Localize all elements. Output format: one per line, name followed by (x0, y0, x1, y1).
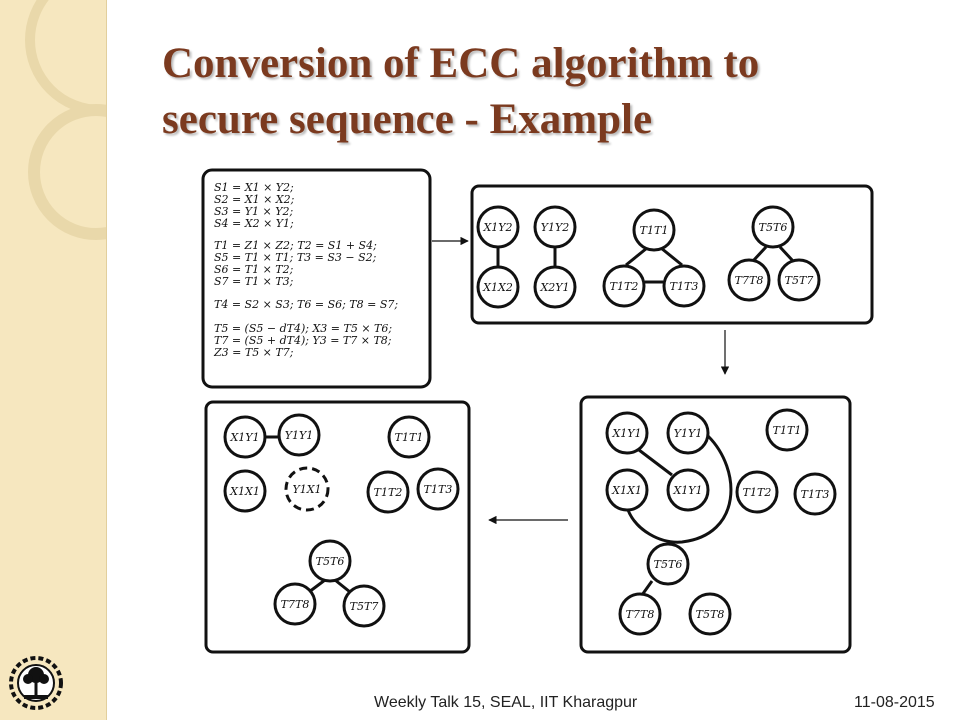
side-decoration (0, 0, 107, 720)
secure-nodes (223, 413, 460, 628)
node-label: X1Y1 (672, 484, 702, 497)
equation-line: Z3 = T5 × T7; (213, 346, 294, 359)
merged-nodes (605, 408, 837, 636)
node-label: X1X1 (229, 485, 260, 498)
equation-line: S5 = T1 × T1; T3 = S3 − S2; (214, 251, 377, 264)
secure-node-labels: X1Y1 Y1Y1 T1T1 X1X1 Y1X1 T1T2 T1T3 T5T6 … (229, 429, 452, 613)
node-label: T7T8 (735, 274, 764, 287)
node-label: T5T7 (350, 600, 379, 613)
node-label: T1T1 (773, 424, 802, 437)
equations-box (201, 168, 432, 389)
node-label: X1Y2 (482, 221, 512, 234)
node-label: T7T8 (281, 598, 310, 611)
dependency-node-labels: X1Y2 Y1Y2 X1X2 X2Y1 T1T1 T1T2 T1T3 T5T6 … (482, 221, 813, 294)
node-label: T1T1 (640, 224, 669, 237)
institute-logo (9, 656, 63, 710)
node-label: T5T8 (696, 608, 725, 621)
decorative-rings (25, 0, 106, 240)
node-label: X1Y1 (611, 427, 641, 440)
equation-line: T5 = (S5 − dT4); X3 = T5 × T6; (214, 322, 392, 335)
merged-node-labels: X1Y1 Y1Y1 T1T1 X1X1 X1Y1 T1T2 T1T3 T5T6 … (611, 424, 829, 621)
node-label: Y1Y1 (285, 429, 314, 442)
equation-line: S2 = X1 × X2; (214, 193, 295, 206)
node-label: T1T3 (801, 488, 830, 501)
equation-line: S6 = T1 × T2; (214, 263, 294, 276)
node-label: X1X1 (611, 484, 642, 497)
equation-line: S1 = X1 × Y2; (214, 181, 294, 194)
node-label: X2Y1 (539, 281, 569, 294)
node-label: T5T6 (654, 558, 683, 571)
dashed-placeholder-node (284, 466, 330, 512)
secure-edges (265, 435, 351, 594)
node-label: T5T7 (785, 274, 814, 287)
title-line-2: secure sequence - Example (162, 96, 653, 143)
node-label: T1T2 (610, 280, 639, 293)
node-label: T5T6 (316, 555, 345, 568)
node-label: X1X2 (482, 281, 513, 294)
equation-line: S3 = Y1 × Y2; (214, 205, 293, 218)
node-label: T1T1 (395, 431, 424, 444)
node-label: T1T2 (743, 486, 772, 499)
secure-sequence-box (204, 400, 471, 654)
node-label: Y1Y2 (541, 221, 570, 234)
node-label: T1T3 (424, 483, 453, 496)
footer-talk-info: Weekly Talk 15, SEAL, IIT Kharagpur (374, 694, 638, 711)
equation-line: T7 = (S5 + dT4); Y3 = T7 × T8; (214, 334, 392, 347)
dependency-edges (496, 245, 795, 284)
equation-line: S4 = X2 × Y1; (214, 217, 294, 230)
equation-line: T4 = S2 × S3; T6 = S6; T8 = S7; (214, 298, 398, 311)
node-label: Y1X1 (292, 483, 321, 496)
equation-line: S7 = T1 × T3; (214, 275, 294, 288)
node-label: T1T3 (670, 280, 699, 293)
footer-date: 11-08-2015 (854, 694, 935, 711)
node-label: X1Y1 (229, 431, 259, 444)
slide-title: Conversion of ECC algorithm to secure se… (162, 36, 922, 148)
node-label: T7T8 (626, 608, 655, 621)
node-label: Y1Y1 (674, 427, 703, 440)
dependency-nodes (476, 205, 821, 309)
node-label: T1T2 (374, 486, 403, 499)
equation-line: T1 = Z1 × Z2; T2 = S1 + S4; (214, 239, 377, 252)
equation-list: S1 = X1 × Y2; S2 = X1 × X2; S3 = Y1 × Y2… (213, 181, 398, 359)
node-label: T5T6 (759, 221, 788, 234)
title-line-1: Conversion of ECC algorithm to (162, 40, 760, 87)
